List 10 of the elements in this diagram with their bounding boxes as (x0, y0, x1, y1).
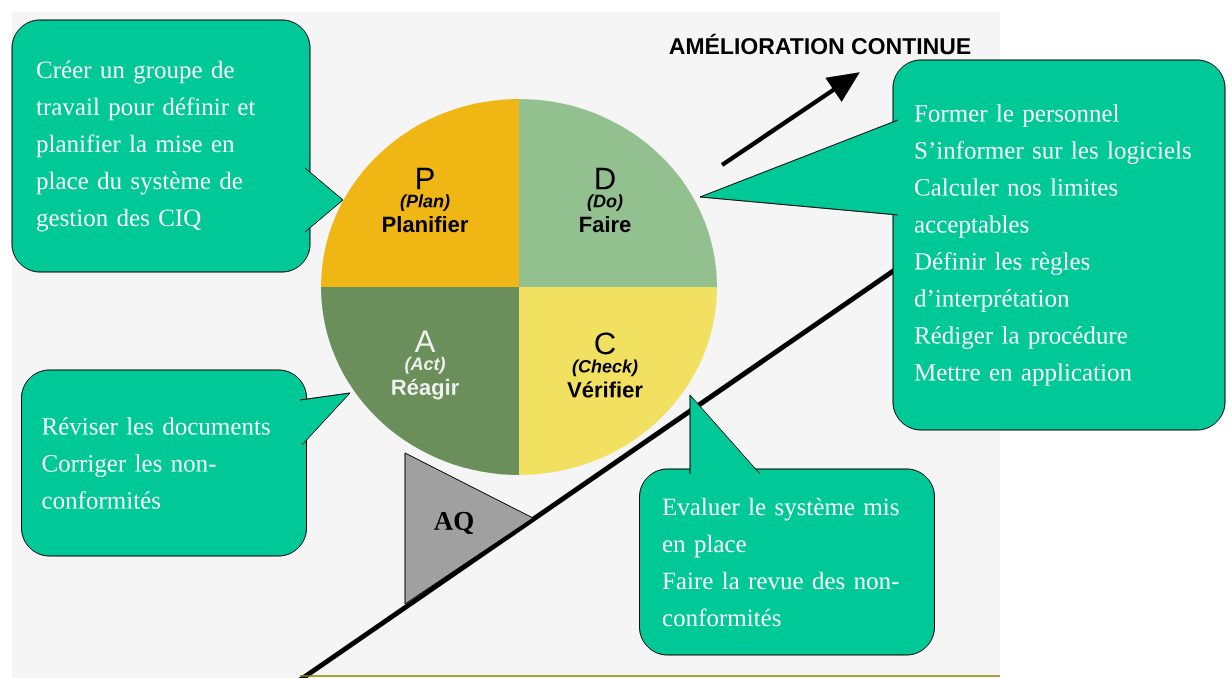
speech-bubble: Créer un groupe de travail pour définir et planifier la mise en place du système de gestion des CIQ (11, 19, 344, 273)
speech-bubble: Evaluer le système mis en place Faire la revue des non-conformités (639, 394, 935, 656)
speech-bubble: Réviser les documents Corriger les non-conformités (21, 369, 351, 557)
quadrant-segment: C (Check) Vérifier (519, 287, 717, 475)
quadrant-segment: D (Do) Faire (519, 99, 717, 287)
title: AMÉLIORATION CONTINUE (669, 33, 971, 55)
wedge-triangle: AQ (404, 452, 534, 605)
speech-bubble: Former le personnel S’informer sur les logiciels Calculer nos limites acceptables Définir les règles d’interprétation Rédiger la procédure Mettre en application (699, 59, 1226, 431)
quadrant-segment: P (Plan) Planifier (321, 99, 519, 287)
quadrant-segment: A (Act) Réagir (321, 287, 519, 475)
